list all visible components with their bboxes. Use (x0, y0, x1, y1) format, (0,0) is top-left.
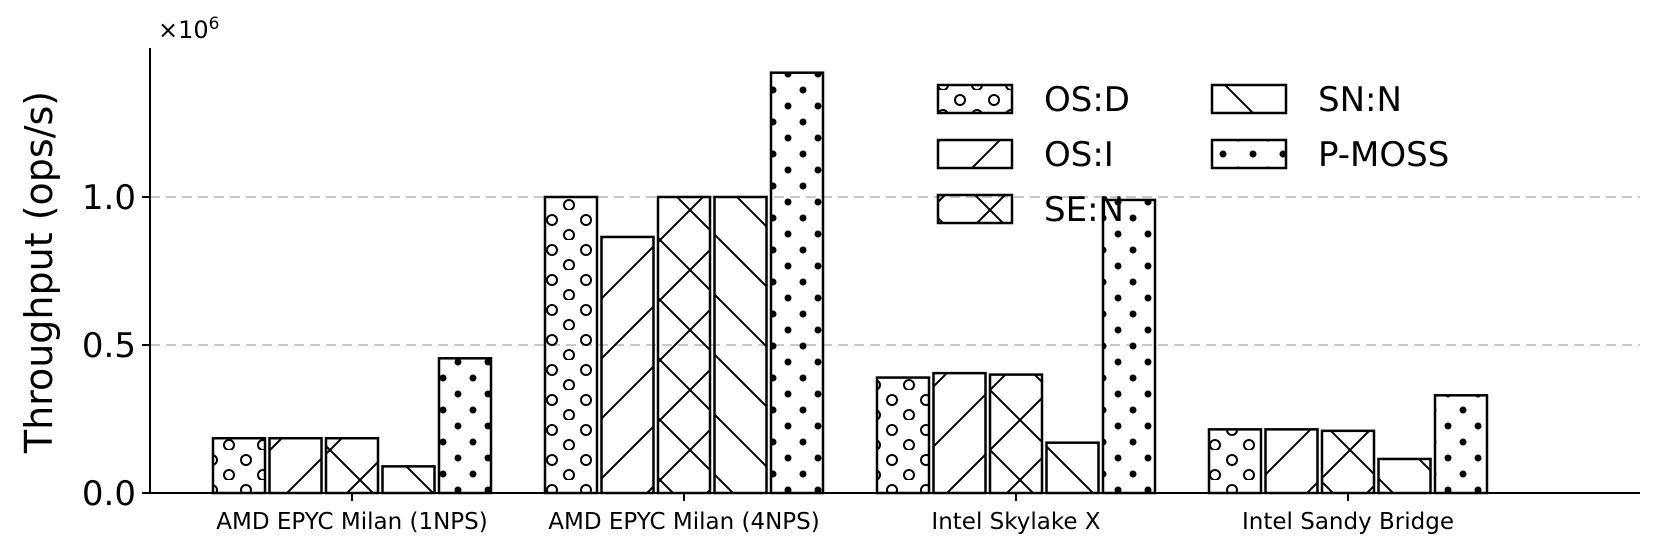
y-axis-title: Throughput (ops/s) (17, 91, 61, 454)
legend: OS:D OS:I SE:N SN:N P-MOSS (936, 80, 1449, 230)
bar-os-d (543, 195, 599, 495)
bar-os-i (1264, 428, 1319, 495)
bar-p-moss (1101, 198, 1157, 495)
legend-swatch-os-d (936, 83, 1014, 115)
y-tick-label: 0.0 (82, 474, 136, 514)
multiplier-base: ×10 (158, 16, 209, 44)
y-tick-label: 1.0 (82, 178, 136, 218)
bar-p-moss (437, 357, 493, 495)
bar-os-d (1207, 428, 1263, 495)
legend-label: OS:D (1044, 80, 1130, 120)
bar-os-d (875, 376, 931, 495)
bar-os-i (932, 371, 987, 495)
x-tick-label: AMD EPYC Milan (1NPS) (216, 509, 488, 535)
y-tick-label: 0.5 (82, 326, 136, 366)
bar-sn-n (1377, 457, 1432, 495)
x-tick-label: AMD EPYC Milan (4NPS) (548, 509, 820, 535)
bar-se-n (988, 373, 1044, 495)
bar-sn-n (713, 195, 768, 495)
bar-se-n (324, 436, 380, 495)
y-axis-multiplier: ×106 (158, 14, 219, 44)
legend-label: P-MOSS (1318, 135, 1449, 175)
legend-swatch-os-i (936, 138, 1014, 170)
bar-os-d (211, 436, 267, 495)
legend-swatch-se-n (936, 193, 1014, 225)
multiplier-exponent: 6 (209, 14, 220, 34)
bar-os-i (600, 235, 655, 495)
bars (211, 71, 1489, 495)
bar-sn-n (381, 465, 436, 495)
y-ticks: 0.0 0.5 1.0 (82, 178, 150, 514)
bar-os-i (268, 436, 323, 495)
legend-label: SE:N (1044, 190, 1124, 230)
x-tick-label: Intel Sandy Bridge (1242, 509, 1454, 535)
x-ticks: AMD EPYC Milan (1NPS) AMD EPYC Milan (4NP… (216, 493, 1454, 535)
legend-swatch-sn-n (1210, 83, 1288, 115)
legend-label: SN:N (1318, 80, 1402, 120)
bar-sn-n (1045, 441, 1100, 495)
x-tick-label: Intel Skylake X (931, 509, 1100, 535)
grid-lines (150, 196, 1640, 346)
bar-p-moss (1433, 394, 1489, 495)
bar-p-moss (769, 71, 825, 495)
legend-label: OS:I (1044, 135, 1114, 175)
legend-swatch-p-moss (1210, 138, 1288, 170)
bar-se-n (656, 195, 712, 495)
bar-se-n (1320, 429, 1376, 495)
